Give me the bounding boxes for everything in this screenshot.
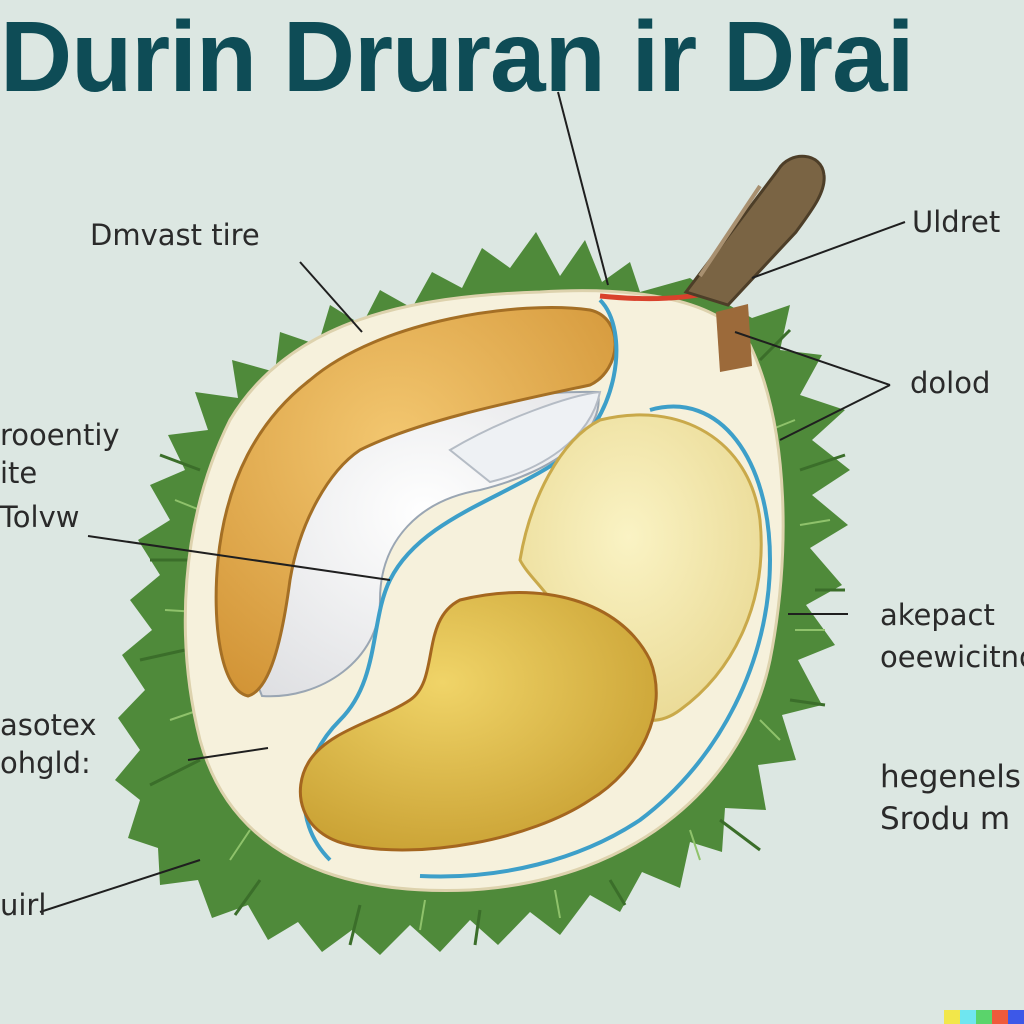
aril-orange [214,306,617,698]
label-left-5: ohgld: [0,746,91,780]
label-right-4: hegenels [880,759,1021,795]
watermark-swatch [992,1010,1008,1024]
leader-lines [39,91,906,913]
label-right-2: akepact [880,598,995,632]
label-left-3: Tolvw [0,500,80,534]
label-left-2: ite [0,456,38,490]
aril-yellow [298,591,658,852]
durian-stem [683,154,826,372]
label-left-1: rooentiy [0,418,120,452]
diagram-title: Durin Druran ir Drai [0,2,915,112]
label-right-5: Srodu m [880,801,1011,837]
watermark-swatch [976,1010,992,1024]
label-right-1: dolod [910,366,991,400]
color-watermark [944,1010,1024,1024]
watermark-swatch [960,1010,976,1024]
watermark-swatch [944,1010,960,1024]
label-right-3: oeewicitno [880,640,1024,674]
watermark-swatch [1008,1010,1024,1024]
label-top-right: Uldret [912,205,1001,239]
label-left-4: asotex [0,708,97,742]
label-bottom-left: uirl [0,888,47,922]
label-top-left: Dmvast tire [90,218,260,252]
